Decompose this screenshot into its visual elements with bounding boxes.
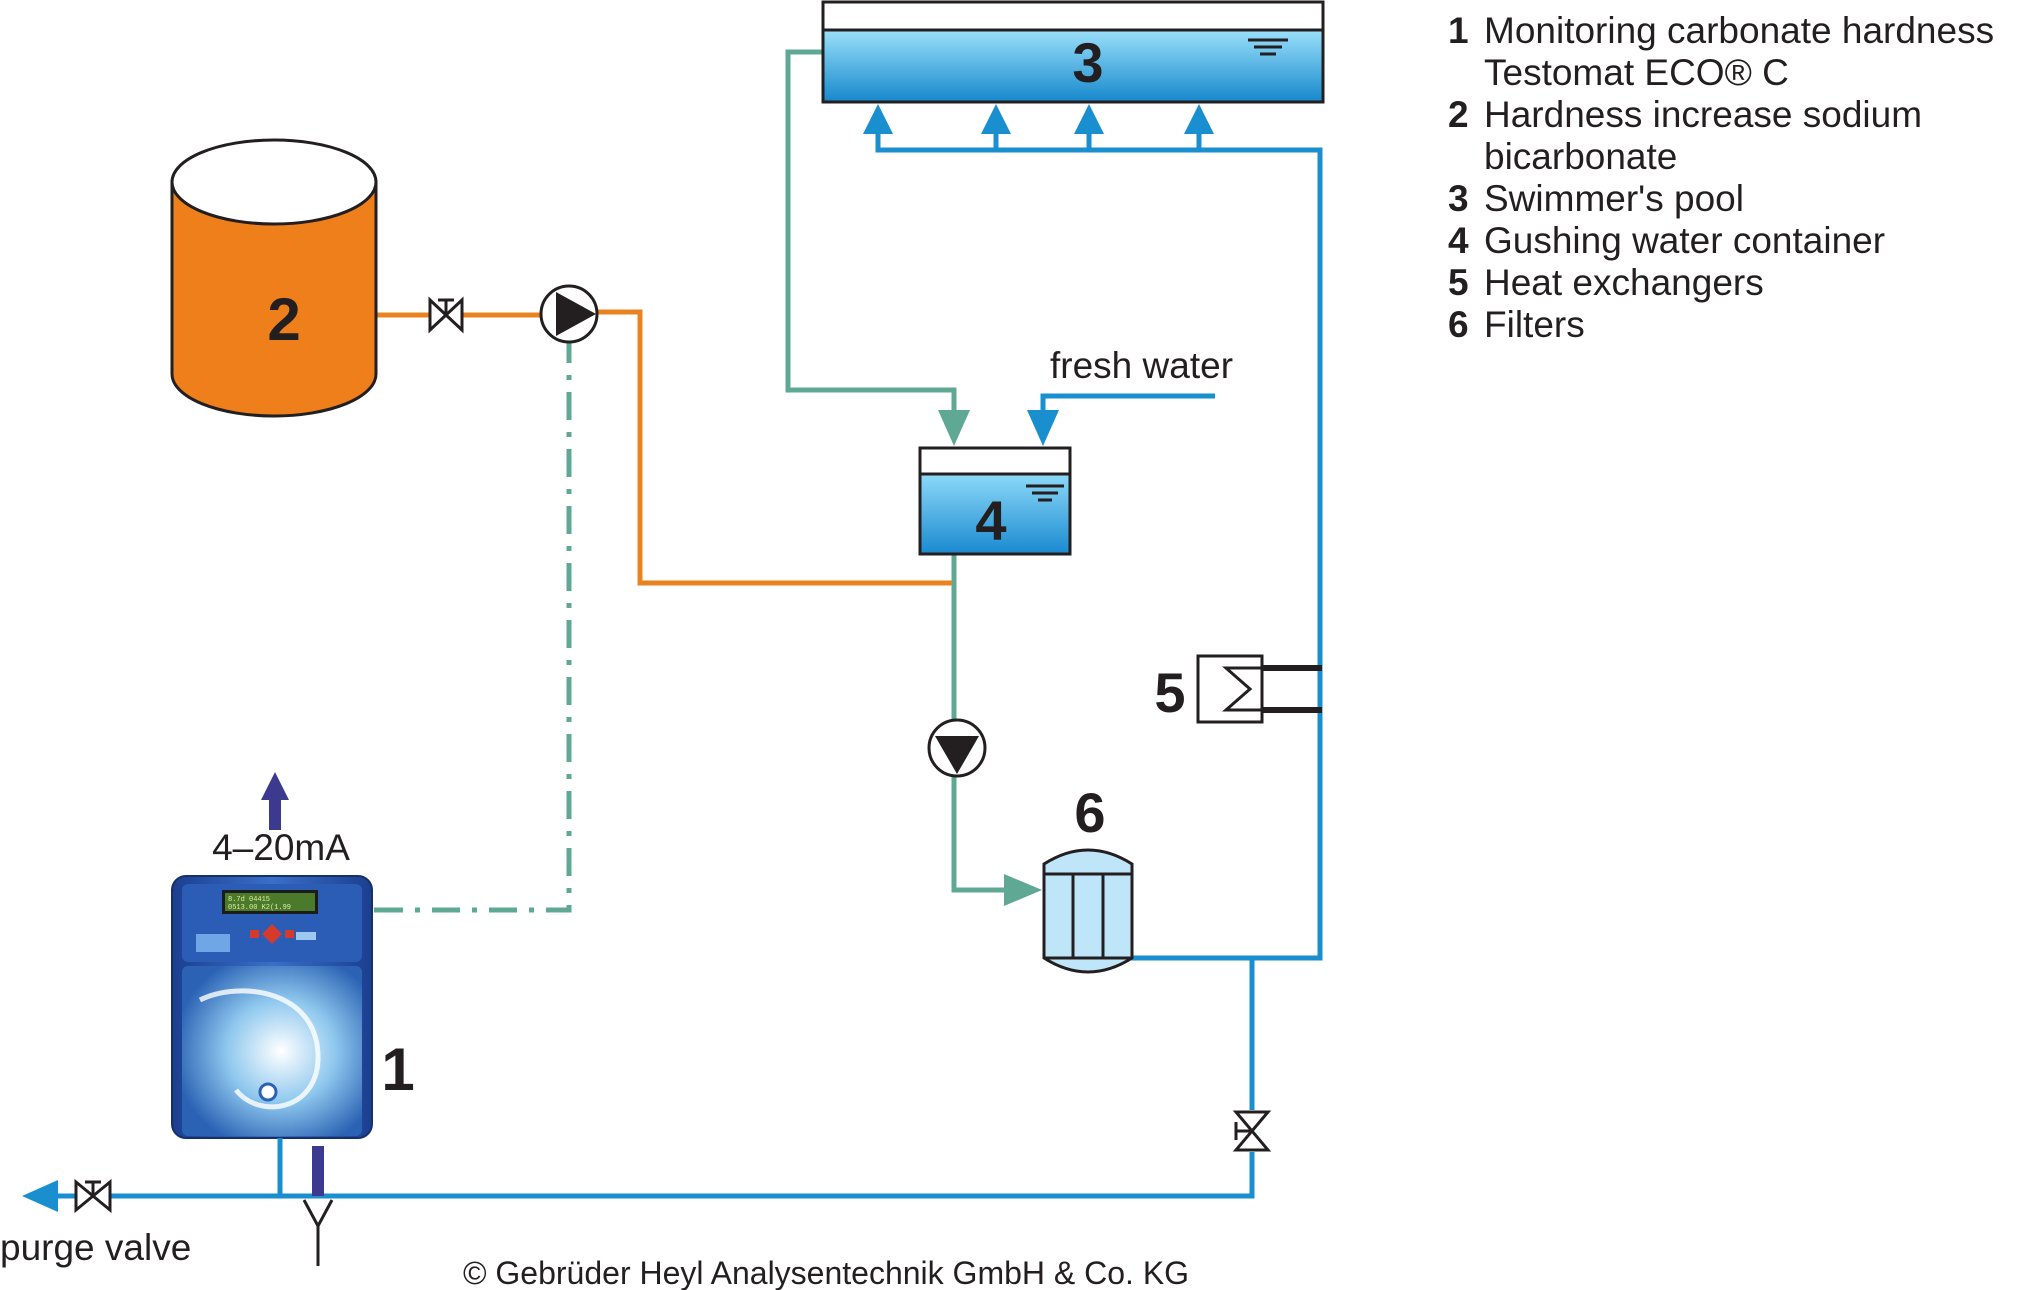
legend-text: Heat exchangers xyxy=(1484,262,1764,303)
signal-label: 4–20mA xyxy=(212,827,350,868)
legend-text: bicarbonate xyxy=(1484,136,1678,177)
swimming-pool: 3 xyxy=(821,0,1325,104)
tank-number: 2 xyxy=(267,286,300,353)
dosing-valve xyxy=(428,296,464,334)
supply-line xyxy=(875,116,1323,961)
legend-text: Hardness increase sodium xyxy=(1484,94,1923,135)
legend-number: 1 xyxy=(1448,10,1469,51)
copyright-notice: © Gebrüder Heyl Analysentechnik GmbH & C… xyxy=(463,1255,1189,1290)
sample-valve xyxy=(1232,1110,1272,1152)
bicarbonate-tank: 2 xyxy=(170,138,378,418)
legend-item: Testomat ECO® C xyxy=(1448,52,1994,94)
drain-symbol xyxy=(302,1146,334,1266)
pool-overflow-line xyxy=(785,49,957,426)
purge-arrow xyxy=(22,1180,58,1212)
control-signal-line xyxy=(375,335,572,913)
filter-inlet-arrow xyxy=(1004,874,1042,906)
device-display-line-2: 0513.00 K2(1.99 xyxy=(228,904,291,912)
purge-valve-label: purge valve xyxy=(0,1227,191,1268)
pool-inlet-arrow-1 xyxy=(863,104,893,134)
legend-item: 5 Heat exchangers xyxy=(1448,262,1994,304)
legend-number: 5 xyxy=(1448,262,1469,303)
green-inlet-arrow xyxy=(938,410,970,446)
legend-number: 6 xyxy=(1448,304,1469,345)
fresh-water-label: fresh water xyxy=(1050,345,1233,386)
pool-inlet-arrow-2 xyxy=(981,104,1011,134)
pool-number: 3 xyxy=(1072,31,1103,94)
dosing-line-3 xyxy=(598,309,952,586)
pool-inlet-arrow-4 xyxy=(1184,104,1214,134)
signal-output-arrow xyxy=(261,772,289,830)
gushing-water-container: 4 xyxy=(918,446,1072,556)
container-number: 4 xyxy=(975,489,1006,552)
legend-item: 2 Hardness increase sodium xyxy=(1448,94,1994,136)
legend-text: Filters xyxy=(1484,304,1585,345)
heat-exchanger-number: 5 xyxy=(1154,661,1185,724)
testomat-device: 8.7d 04415 0513.00 K2(1.99 1 xyxy=(171,875,415,1196)
legend-number xyxy=(1448,136,1484,178)
fresh-water-line xyxy=(1040,393,1215,424)
device-number: 1 xyxy=(381,1036,414,1103)
legend-text: Gushing water container xyxy=(1484,220,1886,261)
filter: 6 xyxy=(1042,781,1134,974)
legend-number xyxy=(1448,52,1484,94)
device-display-line-1: 8.7d 04415 xyxy=(228,896,270,904)
legend-item: 3 Swimmer's pool xyxy=(1448,178,1994,220)
legend-number: 2 xyxy=(1448,94,1469,135)
legend-item: 4 Gushing water container xyxy=(1448,220,1994,262)
dosing-pump xyxy=(539,284,599,344)
purge-valve-symbol xyxy=(74,1178,112,1214)
legend-text: Swimmer's pool xyxy=(1484,178,1744,219)
circulation-line xyxy=(951,554,1012,893)
filter-number: 6 xyxy=(1074,781,1105,844)
circulation-pump xyxy=(927,718,987,778)
legend-item: bicarbonate xyxy=(1448,136,1994,178)
legend-text: Monitoring carbonate hardness xyxy=(1484,10,1995,51)
pool-inlet-arrow-3 xyxy=(1074,104,1104,134)
legend-number: 3 xyxy=(1448,178,1469,219)
legend-item: 6 Filters xyxy=(1448,304,1994,346)
heat-exchanger: 5 xyxy=(1154,654,1322,724)
legend-text: Testomat ECO® C xyxy=(1484,52,1789,93)
legend-number: 4 xyxy=(1448,220,1469,261)
fresh-water-arrow xyxy=(1027,410,1059,446)
sample-line-2 xyxy=(277,1140,1255,1199)
legend-item: 1 Monitoring carbonate hardness xyxy=(1448,10,1994,52)
